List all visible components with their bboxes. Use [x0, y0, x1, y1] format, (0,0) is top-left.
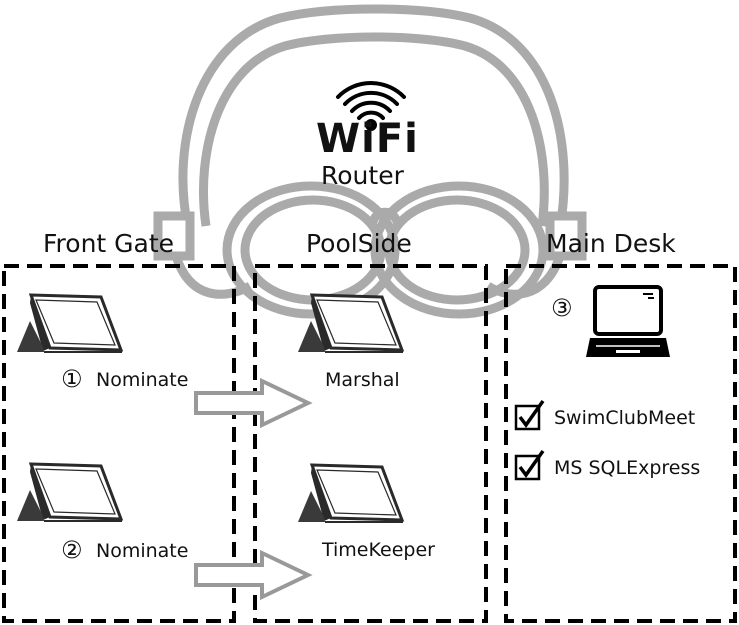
arrow-icon: [194, 551, 310, 599]
device-number: ③: [551, 294, 573, 322]
goggles-graphic: [153, 4, 587, 319]
poolside-zone: [253, 264, 488, 623]
device-label-nominate-2: Nominate: [96, 540, 189, 562]
device-label-nominate-1: Nominate: [96, 369, 189, 391]
checklist-item-mssqlexpress: MS SQLExpress: [554, 457, 701, 479]
tablet-icon: [15, 462, 124, 523]
tablet-icon: [15, 293, 124, 354]
tablet-icon: [296, 293, 405, 354]
main-desk-zone: [504, 264, 737, 623]
router-label: Router: [321, 161, 404, 190]
tablet-icon: [296, 463, 405, 524]
device-label-timekeeper: TimeKeeper: [322, 539, 435, 561]
device-label-marshal: Marshal: [325, 369, 400, 391]
wifi-icon: [336, 81, 406, 131]
device-number: ②: [61, 536, 83, 564]
checklist-item-swimclubmeet: SwimClubMeet: [554, 407, 696, 429]
poolside-title: PoolSide: [306, 229, 412, 258]
laptop-icon: [586, 285, 670, 357]
front-gate-title: Front Gate: [43, 229, 175, 258]
front-gate-zone: [2, 264, 236, 623]
device-number: ①: [61, 365, 83, 393]
main-desk-title: Main Desk: [546, 229, 676, 258]
checkbox-icon: [514, 399, 545, 431]
arrow-icon: [194, 379, 310, 427]
checkbox-icon: [514, 449, 545, 481]
wifi-text: WiFi: [316, 116, 419, 162]
